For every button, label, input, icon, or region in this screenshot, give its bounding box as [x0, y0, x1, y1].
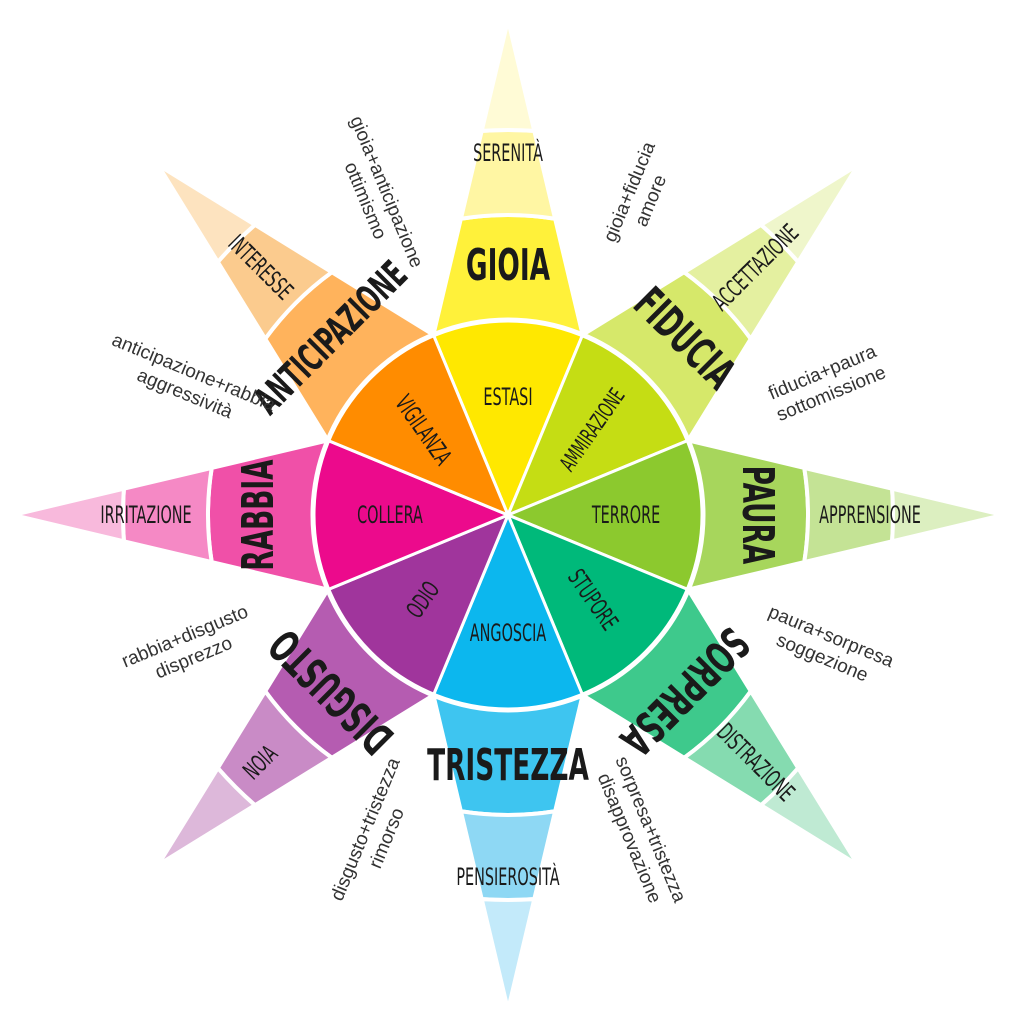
- label-paura-intense: TERRORE: [591, 501, 660, 529]
- petal-gioia-tip: [479, 18, 537, 133]
- petal-paura-tip: [890, 486, 1005, 544]
- label-gioia-intense: ESTASI: [483, 383, 532, 411]
- label-rabbia-mild: IRRITAZIONE: [100, 501, 191, 529]
- label-tristezza: TRISTEZZA: [427, 739, 589, 791]
- inner-ring: [310, 317, 706, 713]
- petal-tristezza-tip: [479, 897, 537, 1012]
- petal-anticipazione-tip: [155, 162, 257, 264]
- label-tristezza-mild: PENSIEROSITÀ: [456, 863, 560, 891]
- label-gioia: GIOIA: [466, 239, 550, 291]
- label-gioia-mild: SERENITÀ: [473, 139, 543, 167]
- label-rabbia: RABBIA: [232, 459, 284, 570]
- petal-disgusto-tip: [155, 766, 257, 868]
- label-paura: PAURA: [732, 466, 784, 565]
- label-rabbia-intense: COLLERA: [357, 501, 423, 529]
- label-tristezza-intense: ANGOSCIA: [470, 619, 547, 647]
- label-paura-mild: APPRENSIONE: [819, 501, 921, 529]
- petal-fiducia-tip: [759, 162, 861, 264]
- petal-rabbia-tip: [11, 486, 126, 544]
- petal-sorpresa-tip: [759, 766, 861, 868]
